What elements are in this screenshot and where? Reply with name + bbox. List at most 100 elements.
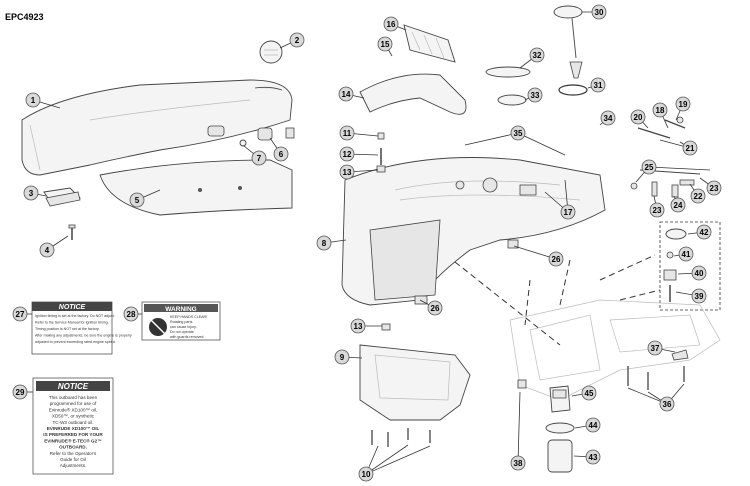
n27-line: After making any adjustments, be sure th… <box>35 334 132 338</box>
callout-17: 17 <box>560 204 576 220</box>
callout-number: 15 <box>381 40 390 49</box>
n29-line: OUTBOARD. <box>59 445 87 450</box>
callout-7: 7 <box>251 150 267 166</box>
callout-3: 3 <box>23 185 39 201</box>
callout-number: 8 <box>322 239 327 248</box>
n27-line: Ignition timing is set at the factory. D… <box>35 314 115 318</box>
w28-line: with guards removed. <box>170 335 204 339</box>
part-10-screws <box>371 428 431 447</box>
callout-number: 2 <box>295 36 300 45</box>
callout-25: 25 <box>641 159 657 175</box>
callout-number: 28 <box>127 310 136 319</box>
leader-line <box>517 391 521 464</box>
leader-line <box>365 445 431 475</box>
callout-23b: 23 <box>649 202 665 218</box>
part-4-screw <box>68 224 76 240</box>
callout-number: 10 <box>362 470 371 479</box>
callout-11: 11 <box>339 125 355 141</box>
n29-line: Guide for Oil <box>60 457 86 462</box>
callout-number: 39 <box>695 292 704 301</box>
callout-38: 38 <box>510 455 526 471</box>
n29-line: Evinrude® XD100™ oil, <box>49 406 98 412</box>
assembly-arrows <box>454 254 661 346</box>
callout-number: 11 <box>343 129 352 138</box>
part-43-45-filter <box>517 379 575 473</box>
callout-6: 6 <box>273 146 289 162</box>
callout-13b: 13 <box>350 318 366 334</box>
callout-number: 13 <box>354 322 363 331</box>
n29-line: Refer to the Operator's <box>50 451 97 456</box>
part-7-washer <box>207 125 247 147</box>
label-28-heading: WARNING <box>165 306 196 313</box>
callout-4: 4 <box>39 242 55 258</box>
leader-line <box>464 132 519 146</box>
callout-18: 18 <box>652 102 668 118</box>
part-6-knob <box>257 127 295 141</box>
n29-line: XD50™, or synthetic <box>52 414 95 419</box>
callout-number: 22 <box>694 192 703 201</box>
part-5-side-panel <box>99 159 293 216</box>
callout-34: 34 <box>600 110 616 126</box>
callout-number: 38 <box>514 459 523 468</box>
callout-number: 41 <box>682 250 691 259</box>
w28-line: Do not operate <box>170 330 194 334</box>
callout-number: 34 <box>604 114 613 123</box>
callout-number: 44 <box>589 421 598 430</box>
callout-number: 32 <box>533 51 542 60</box>
callout-number: 37 <box>651 344 660 353</box>
n29-line: programmed for use of <box>50 401 97 406</box>
callout-number: 17 <box>564 208 573 217</box>
callout-number: 18 <box>656 106 665 115</box>
callout-number: 29 <box>16 388 25 397</box>
callout-29: 29 <box>12 384 28 400</box>
callout-42: 42 <box>696 224 712 240</box>
label-29-notice: NOTICE This outboard has beenprogrammed … <box>32 377 114 475</box>
callout-22: 22 <box>690 188 706 204</box>
callout-number: 16 <box>387 20 396 29</box>
callouts: 1234567891011121313141516171819202122232… <box>12 4 722 482</box>
part-39-42-group-box <box>659 221 721 311</box>
part-30-31-fuel-parts <box>553 5 588 96</box>
callout-44: 44 <box>585 417 601 433</box>
part-3-latch <box>43 187 81 207</box>
callout-36: 36 <box>659 396 675 412</box>
callout-number: 3 <box>29 189 34 198</box>
callout-5: 5 <box>129 192 145 208</box>
w28-line: Rotating parts <box>170 320 193 324</box>
part-2-logo-badge <box>259 40 283 64</box>
callout-41: 41 <box>678 246 694 262</box>
callout-13: 13 <box>339 164 355 180</box>
callout-45: 45 <box>581 385 597 401</box>
label-29-heading: NOTICE <box>58 382 89 391</box>
part-18-24-fittings <box>630 116 701 198</box>
callout-number: 9 <box>340 353 345 362</box>
callout-number: 20 <box>634 113 643 122</box>
n29-line: TC-W3 outboard oil. <box>52 420 93 425</box>
label-28-warning: WARNING KEEP HANDS CLEAR!Rotating partsc… <box>141 301 221 341</box>
callout-number: 13 <box>343 168 352 177</box>
callout-31: 31 <box>590 77 606 93</box>
callout-9: 9 <box>334 349 350 365</box>
callout-number: 36 <box>663 400 672 409</box>
callout-number: 25 <box>645 163 654 172</box>
callout-number: 40 <box>695 269 704 278</box>
callout-24: 24 <box>670 197 686 213</box>
callout-12: 12 <box>339 146 355 162</box>
callout-number: 23 <box>710 184 719 193</box>
callout-20: 20 <box>630 109 646 125</box>
callout-number: 12 <box>343 150 352 159</box>
callout-19: 19 <box>675 96 691 112</box>
callout-30: 30 <box>591 4 607 20</box>
callout-26: 26 <box>548 251 564 267</box>
callout-2: 2 <box>289 32 305 48</box>
part-8-lower-cowl <box>341 157 606 306</box>
callout-number: 4 <box>45 246 50 255</box>
callout-number: 14 <box>342 90 351 99</box>
leader-line <box>365 444 409 475</box>
w28-line: can cause injury. <box>170 325 197 329</box>
callout-16: 16 <box>383 16 399 32</box>
n29-line: EVINRUDE® E-TEC® G2™ <box>44 437 102 443</box>
part-14-handle <box>359 73 467 115</box>
